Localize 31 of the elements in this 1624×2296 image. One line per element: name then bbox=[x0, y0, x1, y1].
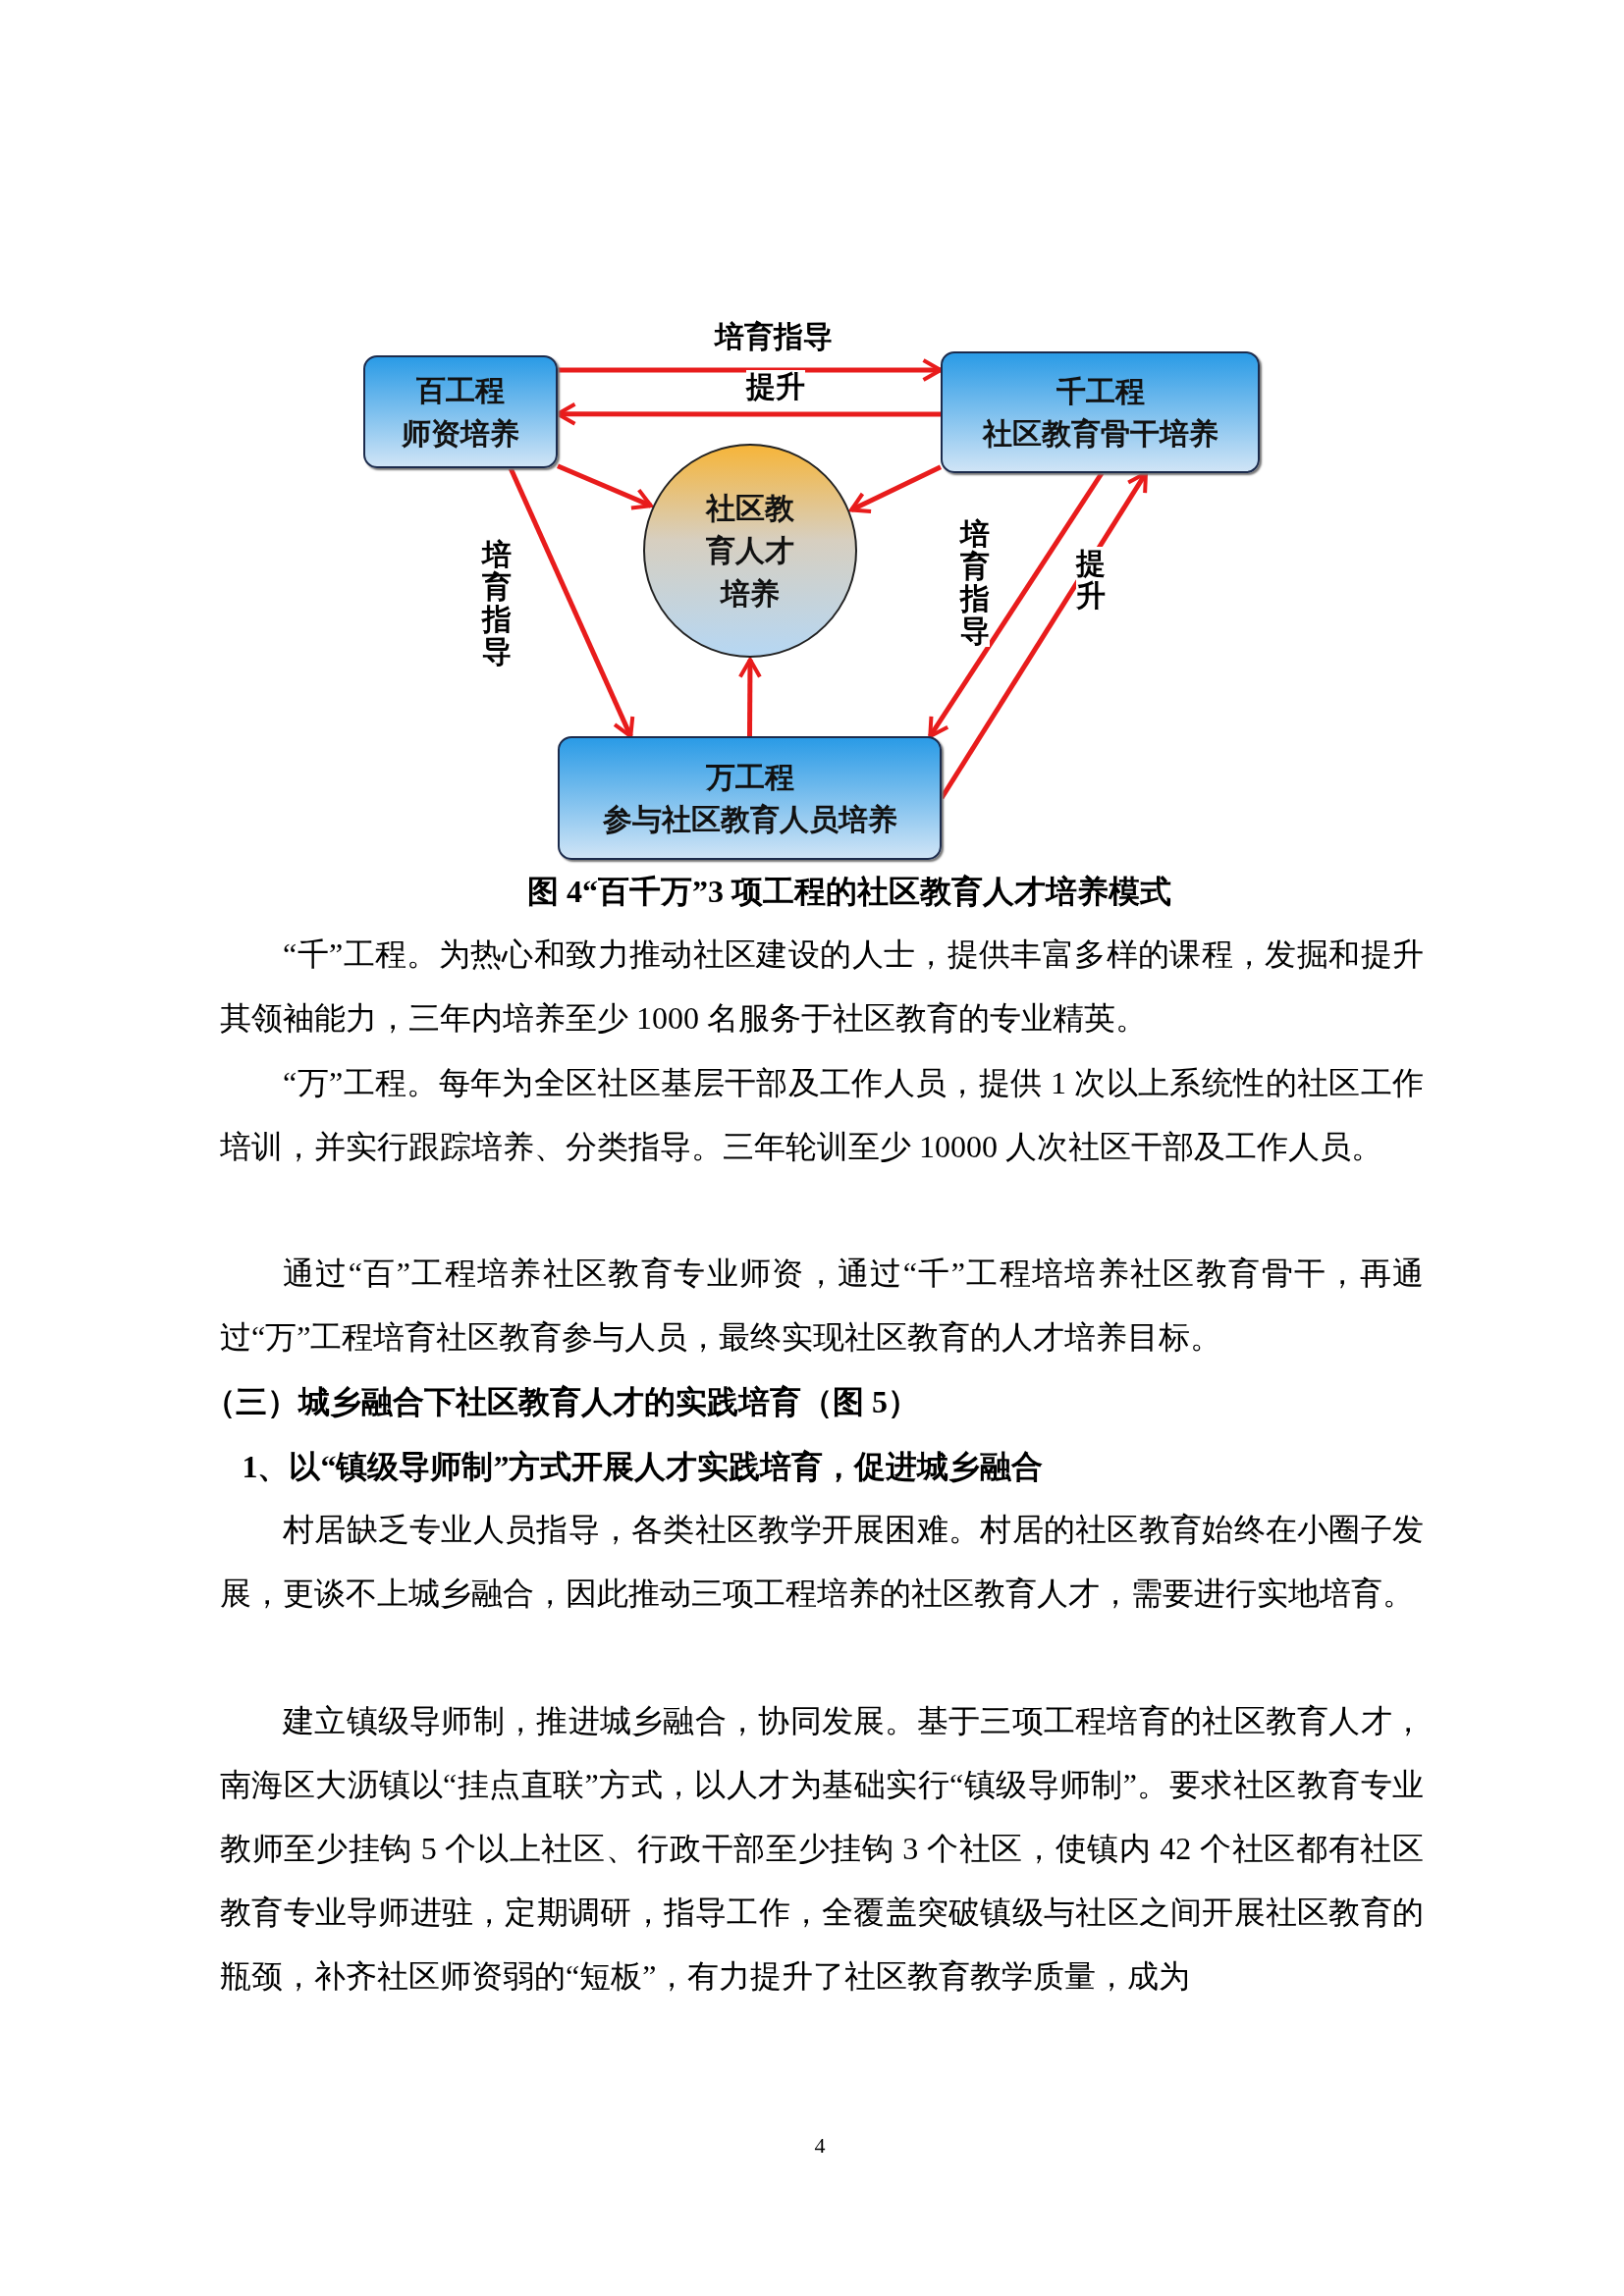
node-title: 千工程 bbox=[1056, 373, 1145, 409]
node-text: 社区教育骨干培养 bbox=[982, 416, 1218, 452]
arrow bbox=[508, 466, 635, 738]
edge-label: 培育指导 bbox=[482, 538, 512, 667]
paragraph: “万”工程。每年为全区社区基层干部及工作人员，提供 1 次以上系统性的社区工作培训，并实行跟踪培养、分类指导。三年轮训至少 10000 人次社区干部及工作人员。 bbox=[220, 1064, 1424, 1166]
paragraph: 村居缺乏专业人员指导，各类社区教学开展困难。村居的社区教育始终在小圈子发展，更谈不上城乡融合，因此推动三项工程培养的社区教育人才，需要进行实地培育。 bbox=[220, 1511, 1424, 1613]
process-box bbox=[941, 351, 1260, 473]
edge-label: 培育指导 bbox=[960, 517, 990, 647]
arrow bbox=[928, 471, 1105, 738]
arrow bbox=[557, 463, 653, 510]
section-heading: （三）城乡融合下社区教育人才的实践培育（图 5） bbox=[220, 1383, 920, 1421]
edge-label: 提升 bbox=[746, 370, 805, 402]
node-text: 师资培养 bbox=[402, 415, 519, 452]
arrow bbox=[737, 658, 762, 736]
edge-label: 提升 bbox=[1076, 547, 1106, 612]
arrow bbox=[849, 464, 943, 513]
subsection-heading: 1、以“镇级导师制”方式开展人才实践培育，促进城乡融合 bbox=[241, 1448, 1045, 1486]
node-text: 参与社区教育人员培养 bbox=[602, 802, 897, 837]
paragraph: 通过“百”工程培养社区教育专业师资，通过“千”工程培培养社区教育骨干，再通过“万”工程培育社区教育参与人员，最终实现社区教育的人才培养目标。 bbox=[220, 1255, 1424, 1357]
paragraph: 建立镇级导师制，推进城乡融合，协同发展。基于三项工程培育的社区教育人才，南海区大沥镇以“挂点直联”方式，以人才为基础实行“镇级导师制”。要求社区教育专业教师至少挂钩 5 个以上社区、行政干部至少挂钩 3 个社区，使镇内 42 个社区都有社区教育专业导师进驻，定期调研，指导工作，全覆盖突破镇级与社区之间开展社区教育的瓶颈，补齐社区师资弱的“短板”，有力提升了社区教育教学质量，成为 bbox=[220, 1702, 1424, 1996]
process-box bbox=[558, 736, 942, 860]
node-title: 万工程 bbox=[705, 759, 794, 795]
page-number: 4 bbox=[813, 2132, 827, 2160]
node-title: 百工程 bbox=[416, 373, 505, 408]
process-box bbox=[363, 355, 558, 468]
edge-label: 培育指导 bbox=[715, 320, 833, 352]
node-title: 社区教育人才培养 bbox=[704, 490, 795, 612]
figure-caption: 图 4“百千万”3 项工程的社区教育人才培养模式 bbox=[526, 873, 1172, 911]
arrow bbox=[558, 357, 943, 382]
paragraph: “千”工程。为热心和致力推动社区建设的人士，提供丰富多样的课程，发掘和提升其领袖能力，三年内培养至少 1000 名服务于社区教育的专业精英。 bbox=[220, 935, 1424, 1038]
arrow bbox=[556, 401, 941, 426]
